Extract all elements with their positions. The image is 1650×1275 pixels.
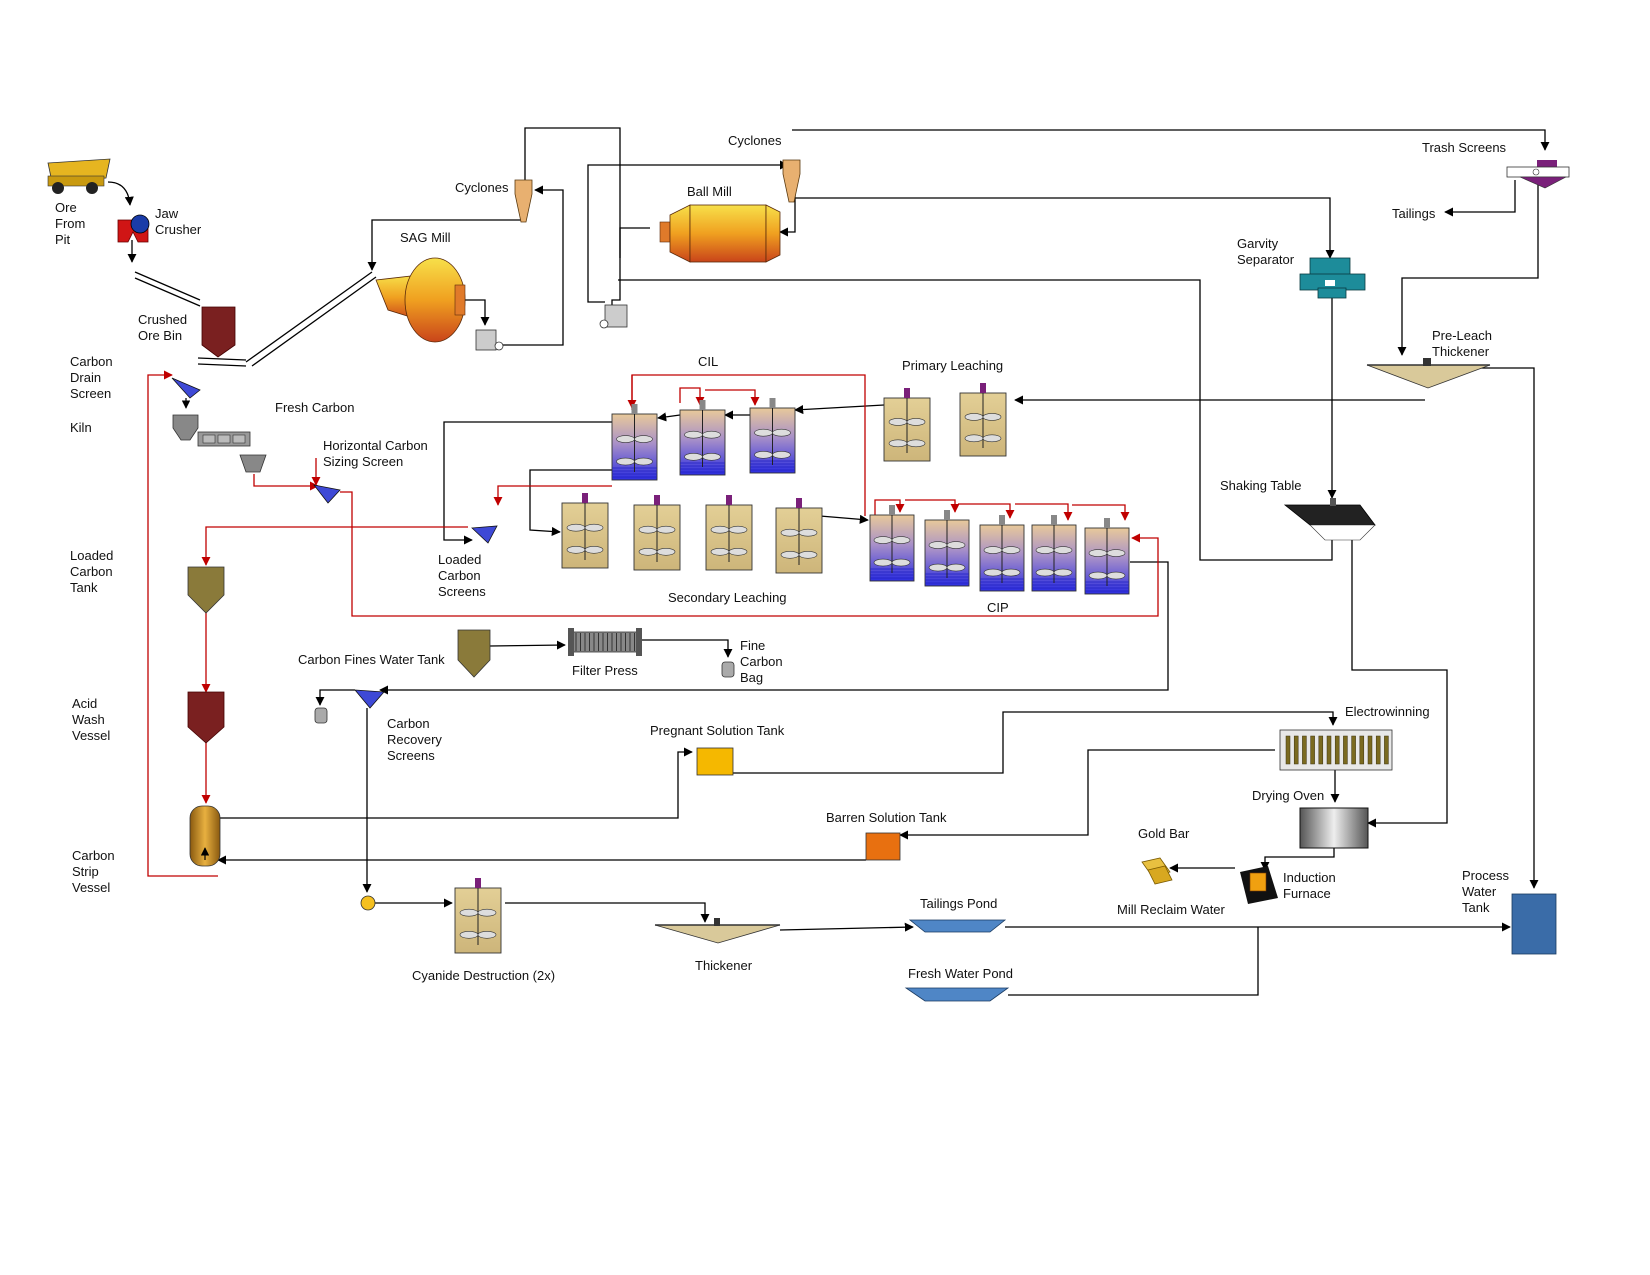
horizontal-carbon-sizing-screen-icon [313,484,341,504]
cyclone-1-icon [514,179,533,223]
primary-leach-tank-1-icon [883,388,931,462]
cil-tank-1-icon [749,398,796,474]
cyanide-destruction-label: Cyanide Destruction (2x) [412,968,555,983]
kiln-label: Kiln [70,420,92,435]
cil-tank-3-icon [611,404,658,481]
drying-oven-icon [1299,807,1369,849]
kiln-icon [172,414,267,473]
thickener-label: Thickener [695,958,753,973]
primary-leaching-label: Primary Leaching [902,358,1003,373]
tailings-label: Tailings [1392,206,1436,221]
gravity-separator-icon [1299,257,1366,299]
agitated-tanks [454,383,1130,954]
filter-press-icon [568,628,642,656]
sag-mill-icon [375,257,466,343]
gold-bar-label: Gold Bar [1138,826,1190,841]
drying-oven-label: Drying Oven [1252,788,1324,803]
sag-mill-label: SAG Mill [400,230,451,245]
carbon-recovery-screens-icon [354,689,385,709]
acid-wash-vessel-icon [187,691,225,744]
trash-screens-label: Trash Screens [1422,140,1507,155]
carbon-drain-screen-icon [171,377,201,409]
haul-truck-icon [47,158,111,194]
cip-tank-1-icon [869,505,915,582]
sag-discharge-pump-icon [475,329,504,351]
pregnant-solution-tank-icon [696,747,734,776]
carbon-fines-bucket-icon [314,707,328,724]
flow-lines [107,127,1550,996]
process-water-tank-icon [1511,893,1557,955]
cyclones-2-label: Cyclones [728,133,782,148]
secondary-leach-tank-1-icon [561,493,609,569]
loaded-carbon-screens-icon [471,525,498,544]
pre-leach-thickener-icon [1366,358,1491,389]
gold-bar-icon [1141,857,1173,885]
trash-screens-icon [1506,160,1570,189]
jaw-crusher-icon [117,214,150,243]
shaking-table-label: Shaking Table [1220,478,1301,493]
secondary-leaching-label: Secondary Leaching [668,590,787,605]
electrowinning-label: Electrowinning [1345,704,1430,719]
secondary-leach-tank-3-icon [705,495,753,571]
barren-solution-tank-label: Barren Solution Tank [826,810,947,825]
thickener-icon [654,918,781,944]
crushed-ore-bin-icon [201,306,236,358]
electrowinning-icon [1279,729,1393,771]
loaded-carbon-tank-icon [187,566,225,614]
carbon-fines-water-tank-icon [457,629,491,678]
cip-tank-2-icon [924,510,970,587]
cyclone-2-icon [782,159,801,203]
barren-solution-tank-icon [865,832,901,861]
fresh-carbon-label: Fresh Carbon [275,400,354,415]
tailings-pond-label: Tailings Pond [920,896,997,911]
ball-mill-pump-icon [599,304,628,329]
cip-tank-3-icon [979,515,1025,592]
mill-reclaim-water-label: Mill Reclaim Water [1117,902,1226,917]
cyanide-feed-pump-icon [360,895,376,911]
cip-label: CIP [987,600,1009,615]
carbon-flow-lines [147,370,1159,877]
shaking-table-icon [1283,498,1376,541]
cyanide-destruction-tank-icon [454,878,502,954]
carbon-strip-vessel-icon [189,805,221,867]
secondary-leach-tank-2-icon [633,495,681,571]
cip-tank-4-icon [1031,515,1077,592]
fresh-water-pond-label: Fresh Water Pond [908,966,1013,981]
ball-mill-icon [659,204,781,263]
fresh-water-pond-icon [904,987,1010,1002]
cyclones-1-label: Cyclones [455,180,509,195]
fine-carbon-bag-icon [721,661,735,678]
cil-tank-2-icon [679,400,726,476]
ball-mill-label: Ball Mill [687,184,732,199]
carbon-fines-water-tank-label: Carbon Fines Water Tank [298,652,445,667]
cip-tank-5-icon [1084,518,1130,595]
secondary-leach-tank-4-icon [775,498,823,574]
induction-furnace-icon [1240,866,1278,904]
tailings-pond-icon [908,919,1007,933]
primary-leach-tank-2-icon [959,383,1007,457]
filter-press-label: Filter Press [572,663,638,678]
cil-label: CIL [698,354,718,369]
pregnant-solution-tank-label: Pregnant Solution Tank [650,723,785,738]
